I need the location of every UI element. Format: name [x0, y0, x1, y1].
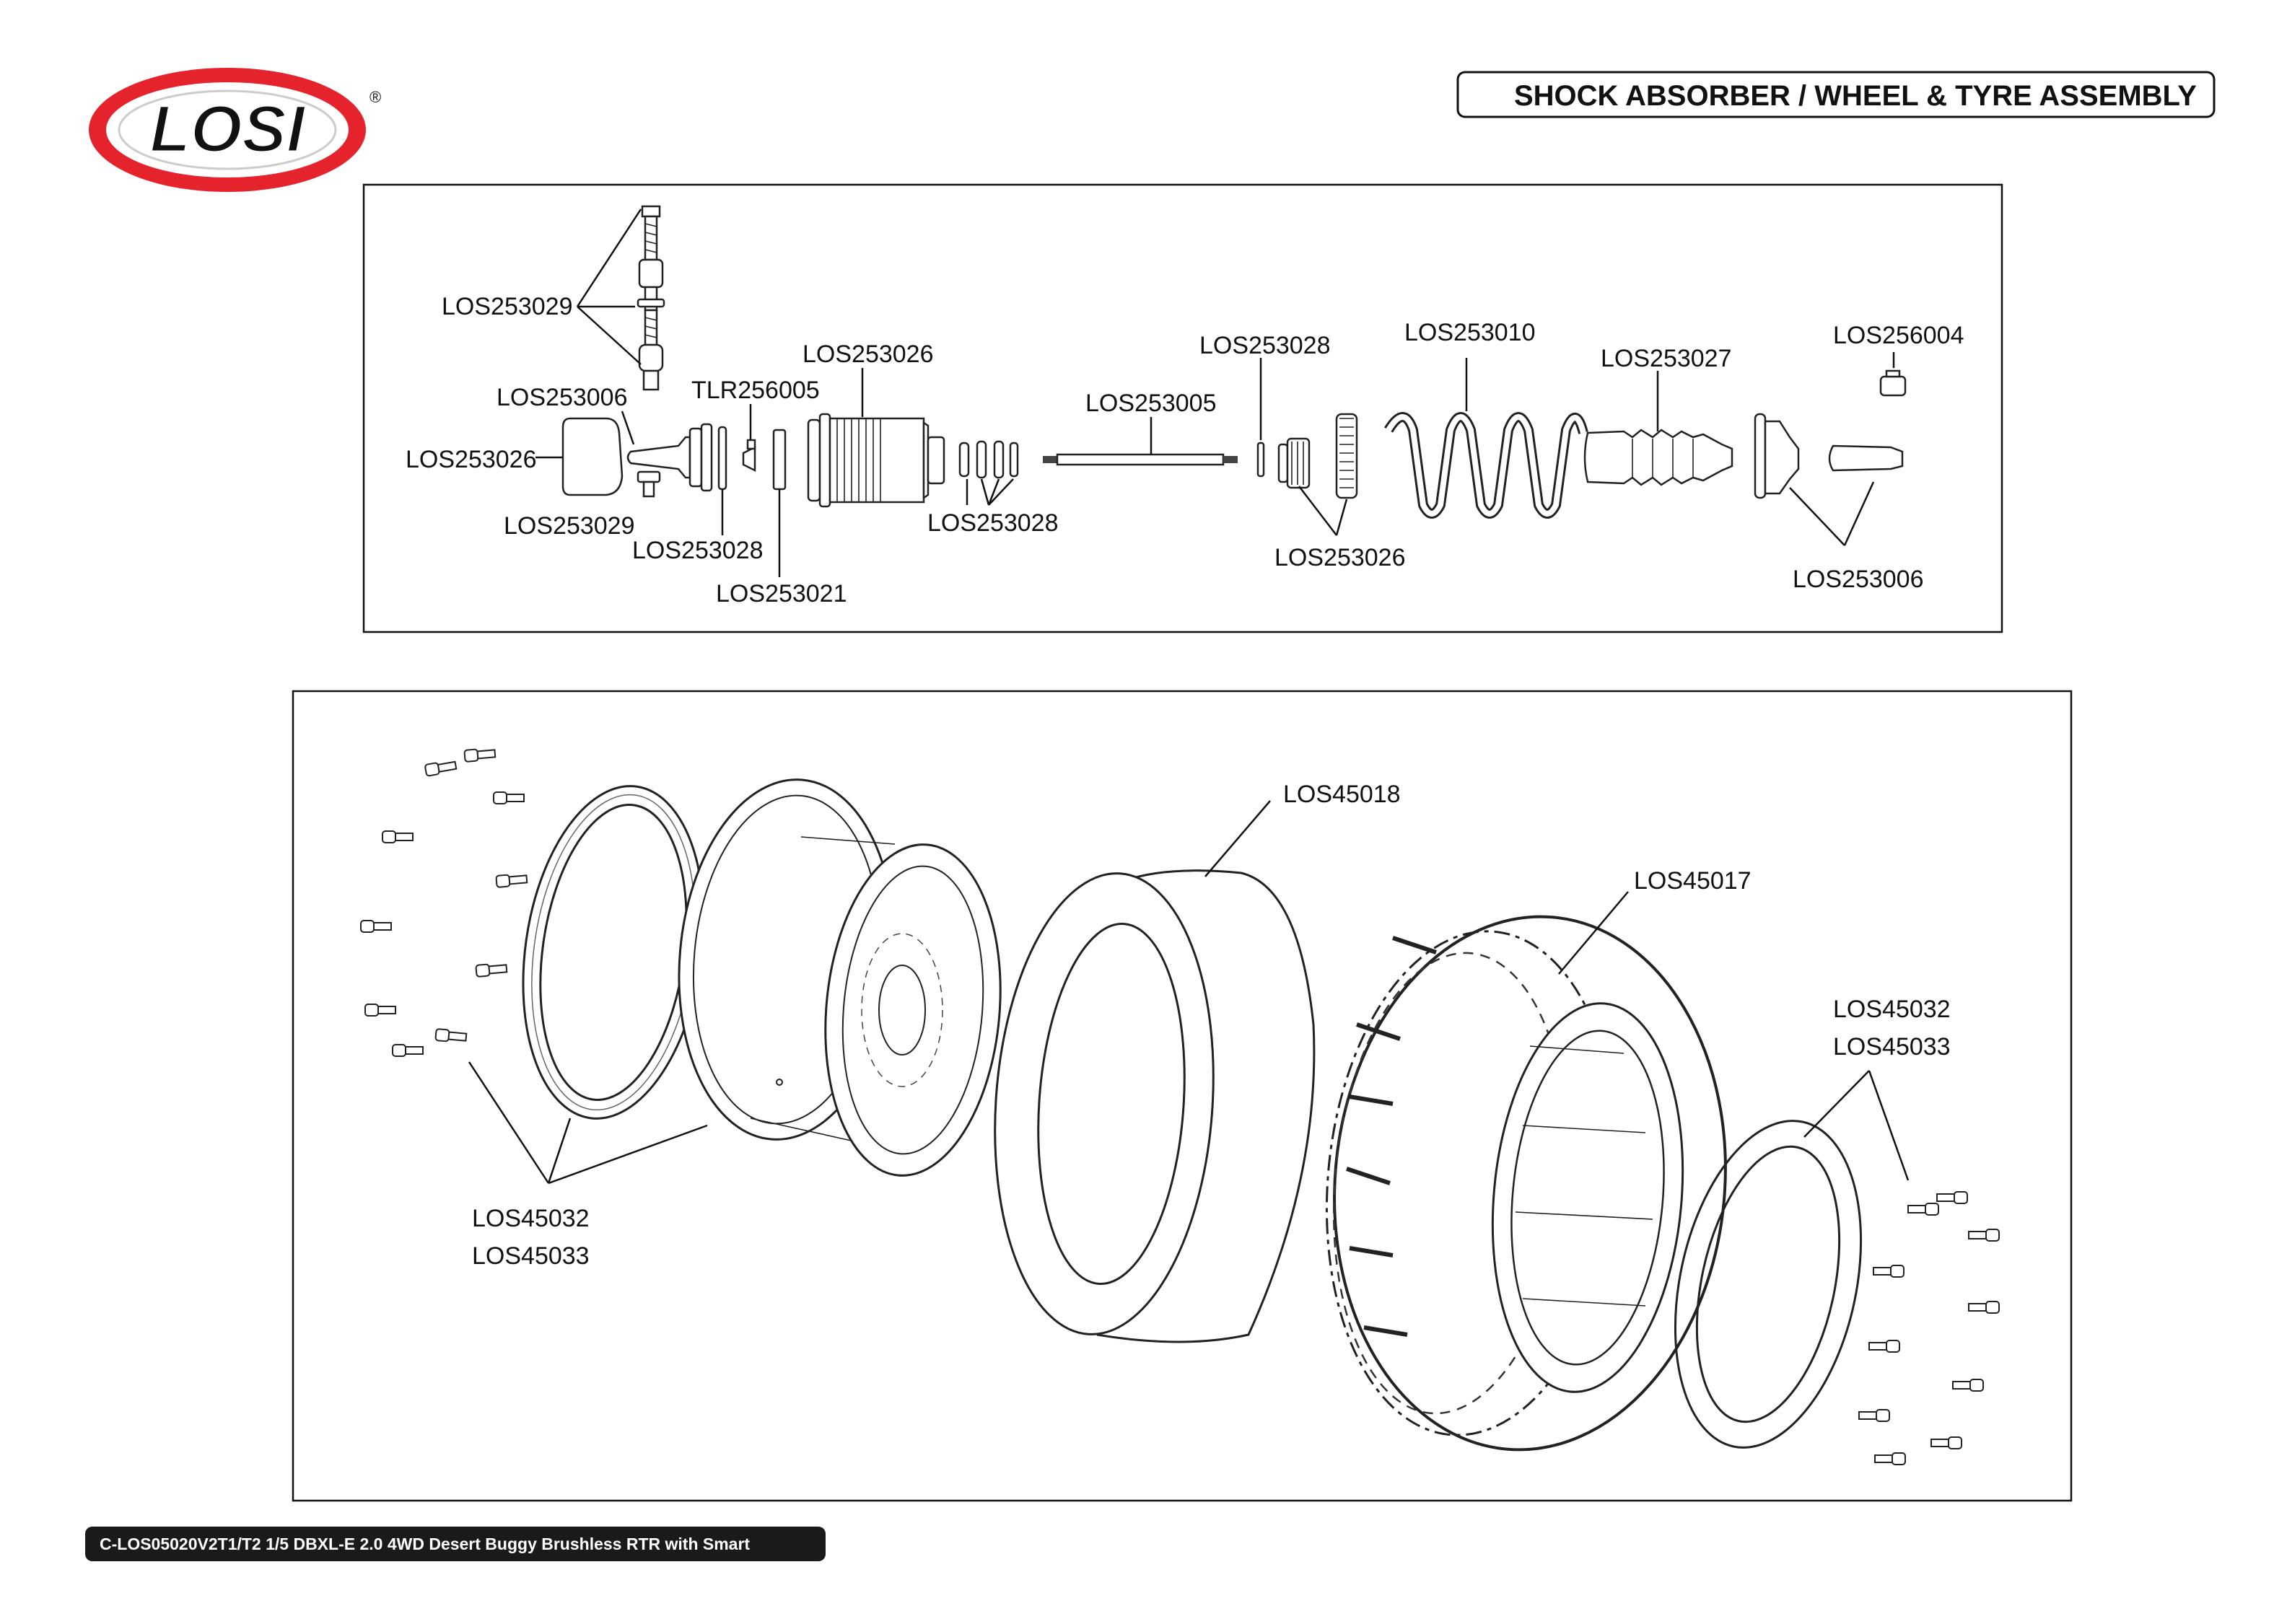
leader-rod-end-right: [1789, 481, 1875, 546]
rim-part: [678, 778, 1002, 1177]
label-lower-screw: LOS253029: [504, 512, 635, 540]
footer-bar: C-LOS05020V2T1/T2 1/5 DBXL-E 2.0 4WD Des…: [85, 1527, 826, 1561]
beadlock-ring-right-part: [1674, 1120, 1863, 1449]
bladder-part: [772, 429, 787, 491]
page-title: SHOCK ABSORBER / WHEEL & TYRE ASSEMBLY: [1514, 80, 2197, 112]
label-beadlock-left-1: LOS45032: [472, 1205, 590, 1232]
rod-end-left-part: [626, 423, 713, 492]
label-rod-end-left: LOS253006: [497, 384, 628, 411]
collars-part: [1277, 413, 1358, 499]
page-title-box: SHOCK ABSORBER / WHEEL & TYRE ASSEMBLY: [1456, 71, 2216, 118]
ball-end-part: [1879, 369, 1907, 397]
losi-logo: LOSI ®: [89, 68, 381, 192]
tlr-part: [742, 439, 756, 473]
label-beadlock-left-2: LOS45033: [472, 1242, 590, 1270]
orings-mid-part: [958, 440, 1019, 479]
label-beadlock-right-2: LOS45033: [1833, 1033, 1951, 1061]
tyre-part: [1325, 915, 1727, 1452]
upper-cap-part: [561, 417, 624, 496]
logo-text: LOSI: [150, 92, 307, 166]
footer-text: C-LOS05020V2T1/T2 1/5 DBXL-E 2.0 4WD Des…: [100, 1535, 750, 1553]
leader-rod-end-left: [621, 411, 635, 445]
leader-collars: [1298, 486, 1348, 536]
oring-left-part: [717, 426, 727, 491]
label-oring-right: LOS253028: [1199, 332, 1331, 359]
label-boot: LOS253027: [1601, 345, 1732, 372]
registered-mark: ®: [369, 88, 381, 106]
label-upper-cap: LOS253026: [406, 446, 537, 473]
small-screw-part: [637, 470, 661, 498]
label-shaft: LOS253005: [1085, 390, 1217, 417]
label-oring-left: LOS253028: [632, 537, 764, 564]
label-spring: LOS253010: [1404, 319, 1536, 346]
leader-foam: [1204, 800, 1271, 877]
label-bladder: LOS253021: [716, 580, 847, 607]
spring-part: [1384, 412, 1588, 519]
label-cap-screws: LOS253029: [442, 293, 573, 320]
leader-tyre: [1558, 891, 1629, 975]
left-screws-part: [360, 748, 528, 1057]
label-beadlock-right-1: LOS45032: [1833, 996, 1951, 1023]
shock-body-part: [807, 413, 945, 508]
cap-screws-part: [637, 205, 665, 391]
label-orings-mid: LOS253028: [927, 509, 1059, 537]
shaft-part: [1043, 453, 1238, 466]
foam-insert-part: [994, 869, 1316, 1343]
oring-right-part: [1256, 442, 1265, 478]
label-body: LOS253026: [803, 341, 934, 368]
wheel-panel: [292, 690, 2073, 1502]
leader-orings-mid: [966, 478, 1014, 506]
label-rod-end-right: LOS253006: [1793, 566, 1924, 593]
right-screws-part: [1858, 1191, 2000, 1465]
rod-end-right-part: [1754, 413, 1904, 499]
label-foam: LOS45018: [1283, 781, 1401, 808]
boot-part: [1583, 429, 1733, 486]
leader-cap-screws: [576, 209, 642, 365]
leader-beadlock-left: [468, 1061, 708, 1185]
label-tyre: LOS45017: [1634, 867, 1752, 895]
shock-panel: [362, 183, 2003, 633]
label-ball-end: LOS256004: [1833, 322, 1964, 349]
label-tlr: TLR256005: [691, 377, 820, 404]
label-collars: LOS253026: [1274, 544, 1406, 571]
leader-beadlock-right: [1803, 1070, 1910, 1181]
